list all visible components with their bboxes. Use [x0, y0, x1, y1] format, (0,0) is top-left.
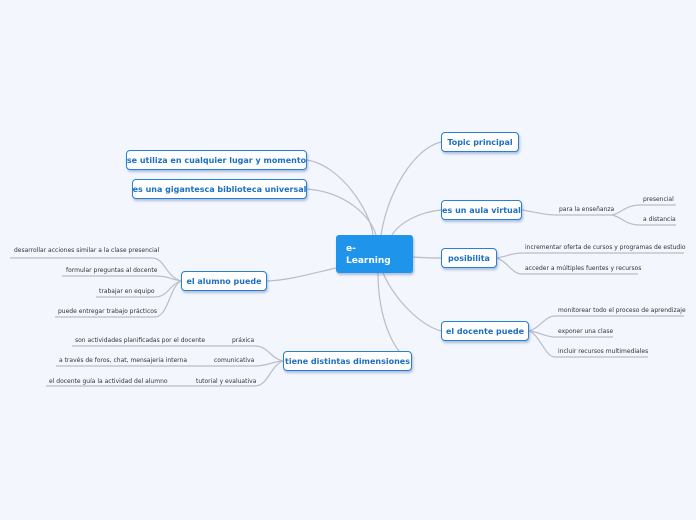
- node-distintas-dimensiones[interactable]: tiene distintas dimensiones: [283, 351, 412, 371]
- central-topic-label: e- Learning: [346, 244, 391, 266]
- leaf-dimension-praxica[interactable]: práxica: [232, 337, 255, 344]
- node-label: se utiliza en cualquier lugar y momento: [126, 155, 307, 165]
- leaf-alumno-2[interactable]: formular preguntas al docente: [66, 267, 158, 274]
- node-biblioteca[interactable]: es una gigantesca biblioteca universal: [132, 179, 307, 199]
- leaf-alumno-3[interactable]: trabajar en equipo: [99, 288, 155, 295]
- node-label: es una gigantesca biblioteca universal: [132, 184, 307, 194]
- leaf-para-la-ensenanza[interactable]: para la enseñanza: [559, 206, 615, 213]
- node-topic-principal[interactable]: Topic principal: [441, 132, 519, 152]
- leaf-tutorial-detail[interactable]: el docente guía la actividad del alumno: [49, 378, 168, 385]
- leaf-docente-1[interactable]: monitorear todo el proceso de aprendizaj…: [558, 307, 686, 314]
- node-label: el docente puede: [445, 326, 525, 336]
- leaf-posibilita-2[interactable]: acceder a múltiples fuentes y recursos: [525, 265, 642, 272]
- leaf-alumno-1[interactable]: desarrollar acciones similar a la clase …: [14, 247, 160, 254]
- node-label: Topic principal: [447, 137, 513, 147]
- node-label: el alumno puede: [186, 276, 262, 286]
- node-alumno-puede[interactable]: el alumno puede: [181, 271, 267, 291]
- node-docente-puede[interactable]: el docente puede: [441, 321, 529, 341]
- leaf-presencial[interactable]: presencial: [643, 196, 674, 203]
- node-cualquier-lugar[interactable]: se utiliza en cualquier lugar y momento: [126, 150, 307, 170]
- node-label: posibilita: [448, 253, 490, 263]
- leaf-docente-3[interactable]: incluir recursos multimediales: [558, 348, 649, 355]
- central-topic-e-learning[interactable]: e- Learning: [336, 235, 413, 273]
- leaf-posibilita-1[interactable]: incrementar oferta de cursos y programas…: [525, 244, 686, 251]
- node-aula-virtual[interactable]: es un aula virtual: [441, 200, 522, 220]
- leaf-dimension-tutorial[interactable]: tutorial y evaluativa: [196, 378, 257, 385]
- leaf-dimension-comunicativa[interactable]: comunicativa: [214, 357, 255, 364]
- leaf-comunicativa-detail[interactable]: a través de foros, chat, mensajeria inte…: [59, 357, 188, 364]
- node-posibilita[interactable]: posibilita: [441, 248, 497, 268]
- leaf-a-distancia[interactable]: a distancia: [643, 216, 676, 223]
- leaf-praxica-detail[interactable]: son actividades planificadas por el doce…: [75, 337, 206, 344]
- node-label: es un aula virtual: [442, 205, 521, 215]
- leaf-docente-2[interactable]: exponer una clase: [558, 328, 614, 335]
- leaf-alumno-4[interactable]: puede entregar trabajo prácticos: [58, 308, 158, 315]
- node-label: tiene distintas dimensiones: [285, 356, 410, 366]
